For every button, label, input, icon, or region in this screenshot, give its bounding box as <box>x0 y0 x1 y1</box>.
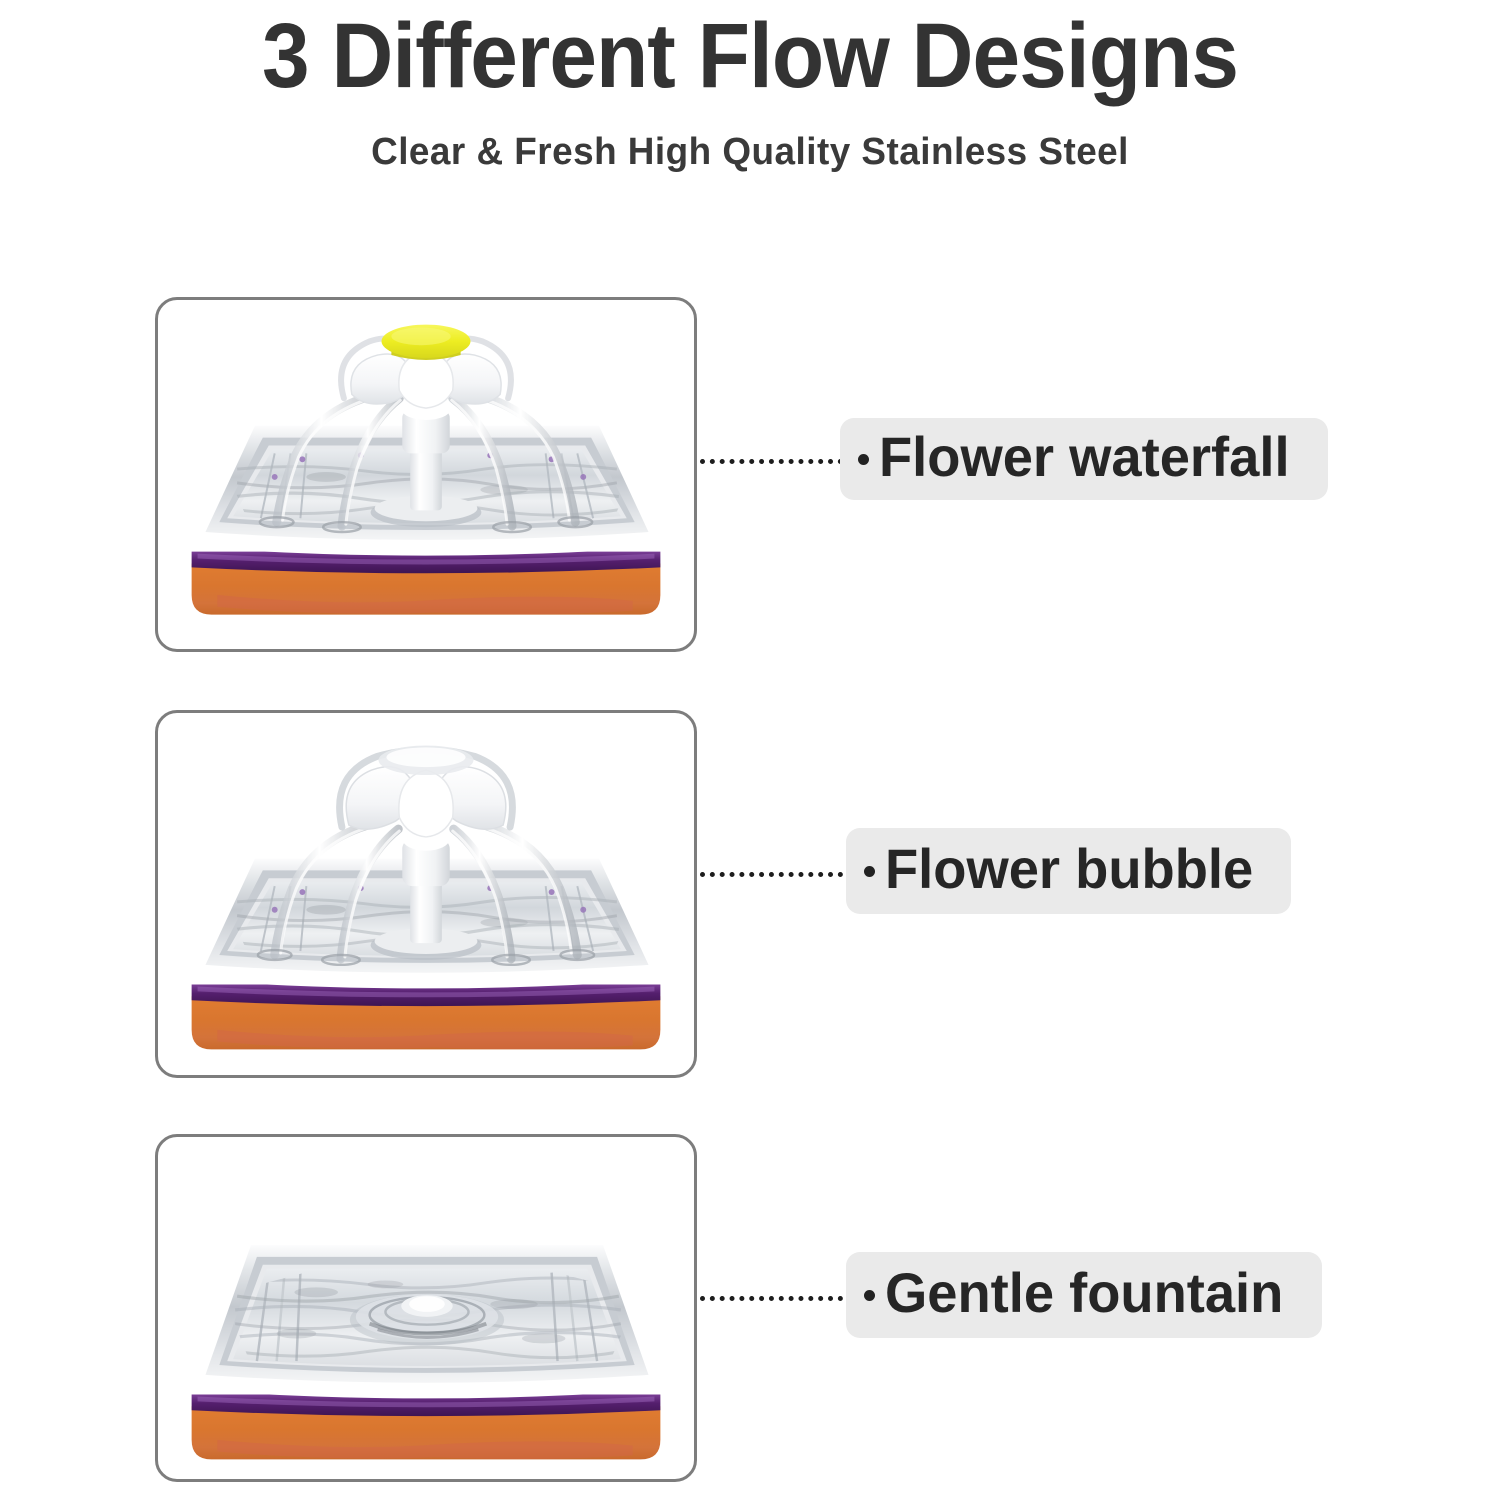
connector-line-flower-bubble <box>700 872 843 877</box>
product-image-gentle-fountain <box>158 1137 694 1479</box>
label-text-gentle-fountain: Gentle fountain <box>885 1261 1284 1324</box>
product-panel-flower-bubble <box>155 710 697 1078</box>
label-text-flower-waterfall: Flower waterfall <box>879 425 1290 488</box>
connector-line-gentle-fountain <box>700 1296 843 1301</box>
bullet-icon <box>864 865 875 877</box>
label-flower-bubble[interactable]: Flower bubble <box>846 828 1291 914</box>
bullet-icon <box>864 1289 875 1301</box>
label-text-flower-bubble: Flower bubble <box>885 837 1254 900</box>
label-flower-waterfall[interactable]: Flower waterfall <box>840 418 1329 500</box>
product-panel-gentle-fountain <box>155 1134 697 1482</box>
bullet-icon <box>858 453 869 465</box>
product-image-flower-waterfall <box>158 300 694 649</box>
header: 3 Different Flow Designs Clear & Fresh H… <box>0 0 1500 174</box>
product-image-flower-bubble <box>158 713 694 1075</box>
label-gentle-fountain[interactable]: Gentle fountain <box>846 1252 1322 1338</box>
page-title: 3 Different Flow Designs <box>261 5 1239 107</box>
page-subtitle: Clear & Fresh High Quality Stainless Ste… <box>371 130 1129 173</box>
connector-line-flower-waterfall <box>700 459 843 464</box>
product-panel-flower-waterfall <box>155 297 697 652</box>
